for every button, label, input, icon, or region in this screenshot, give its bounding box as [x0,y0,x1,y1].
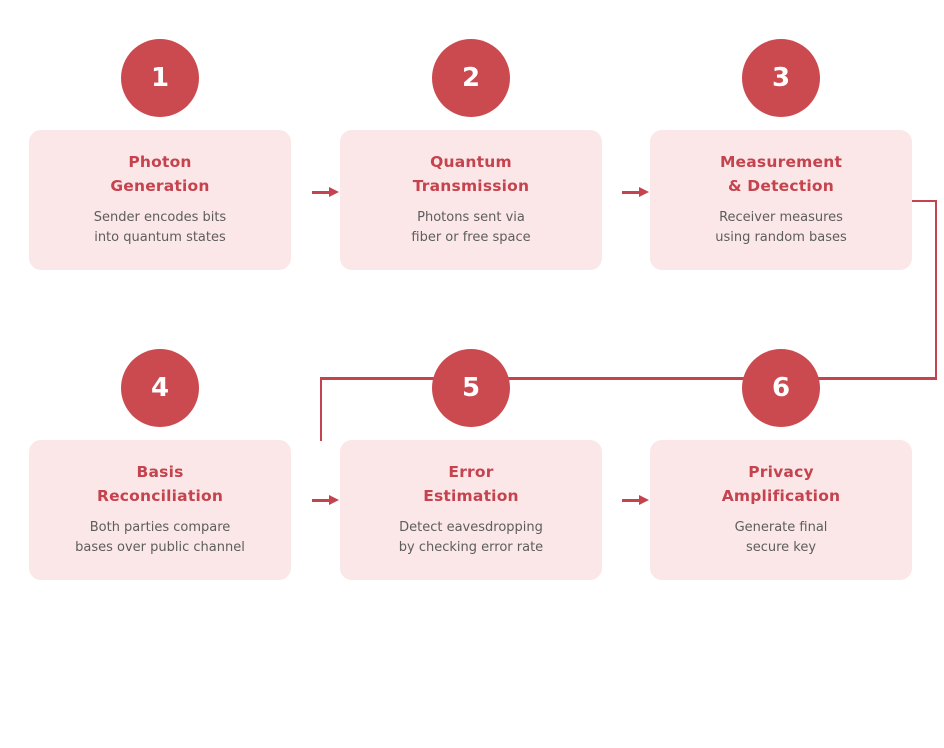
step-card: Quantum Transmission Photons sent via fi… [340,130,602,270]
step-description: Generate final secure key [734,520,828,555]
step-title: Basis Reconciliation [96,463,224,505]
step-description: Detect eavesdropping by checking error r… [398,520,544,555]
step-title: Quantum Transmission [412,153,530,195]
step-title: Error Estimation [423,463,519,505]
connector-segment-left-vertical [319,377,322,441]
step-number-badge: 4 [121,349,199,427]
step-basis-reconciliation: 4 Basis Reconciliation Both parties comp… [29,349,291,580]
flow-arrow-icon [622,185,649,199]
step-description: Receiver measures using random bases [715,210,847,245]
connector-segment-right-vertical [934,199,937,380]
flow-arrow-icon [312,185,339,199]
step-number-badge: 1 [121,39,199,117]
step-description: Both parties compare bases over public c… [75,520,245,555]
step-number: 3 [771,63,791,93]
step-number: 2 [461,63,481,93]
step-error-estimation: 5 Error Estimation Detect eavesdropping … [340,349,602,580]
step-number: 6 [771,373,791,403]
flow-arrow-icon [312,493,339,507]
connector-segment-middle-horizontal [319,377,937,380]
step-number: 1 [150,63,170,93]
step-card: Basis Reconciliation Both parties compar… [29,440,291,580]
step-photon-generation: 1 Photon Generation Sender encodes bits … [29,39,291,270]
step-card: Privacy Amplification Generate final sec… [650,440,912,580]
flow-arrow-icon [622,493,649,507]
step-number-badge: 5 [432,349,510,427]
step-quantum-transmission: 2 Quantum Transmission Photons sent via … [340,39,602,270]
step-number-badge: 3 [742,39,820,117]
step-title: Privacy Amplification [721,463,841,505]
step-number-badge: 2 [432,39,510,117]
step-card: Error Estimation Detect eavesdropping by… [340,440,602,580]
step-measurement-detection: 3 Measurement & Detection Receiver measu… [650,39,912,270]
step-number: 5 [461,373,481,403]
step-number-badge: 6 [742,349,820,427]
step-number: 4 [150,373,170,403]
step-card: Photon Generation Sender encodes bits in… [29,130,291,270]
step-title: Photon Generation [110,153,210,195]
connector-segment-top-horizontal [911,199,937,202]
step-privacy-amplification: 6 Privacy Amplification Generate final s… [650,349,912,580]
step-title: Measurement & Detection [719,153,843,195]
step-card: Measurement & Detection Receiver measure… [650,130,912,270]
step-description: Photons sent via fiber or free space [411,210,531,245]
step-description: Sender encodes bits into quantum states [93,210,227,245]
